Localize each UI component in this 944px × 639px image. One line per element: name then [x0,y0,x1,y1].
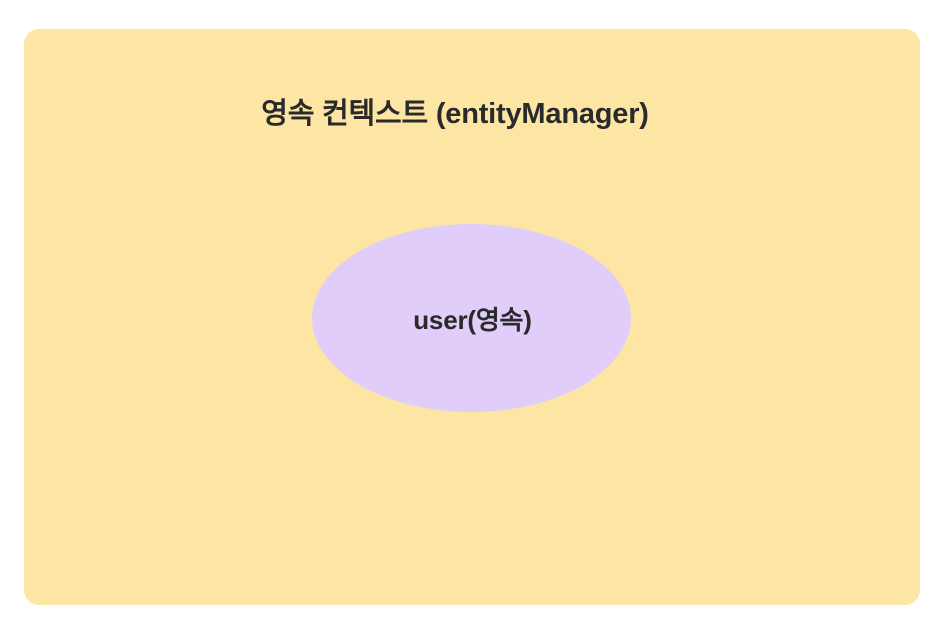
managed-entity-ellipse: user(영속) [312,224,631,412]
persistence-context-title: 영속 컨텍스트 (entityManager) [261,98,649,130]
persistence-context-panel: 영속 컨텍스트 (entityManager) user(영속) [24,29,920,605]
managed-entity-label: user(영속) [413,304,532,335]
